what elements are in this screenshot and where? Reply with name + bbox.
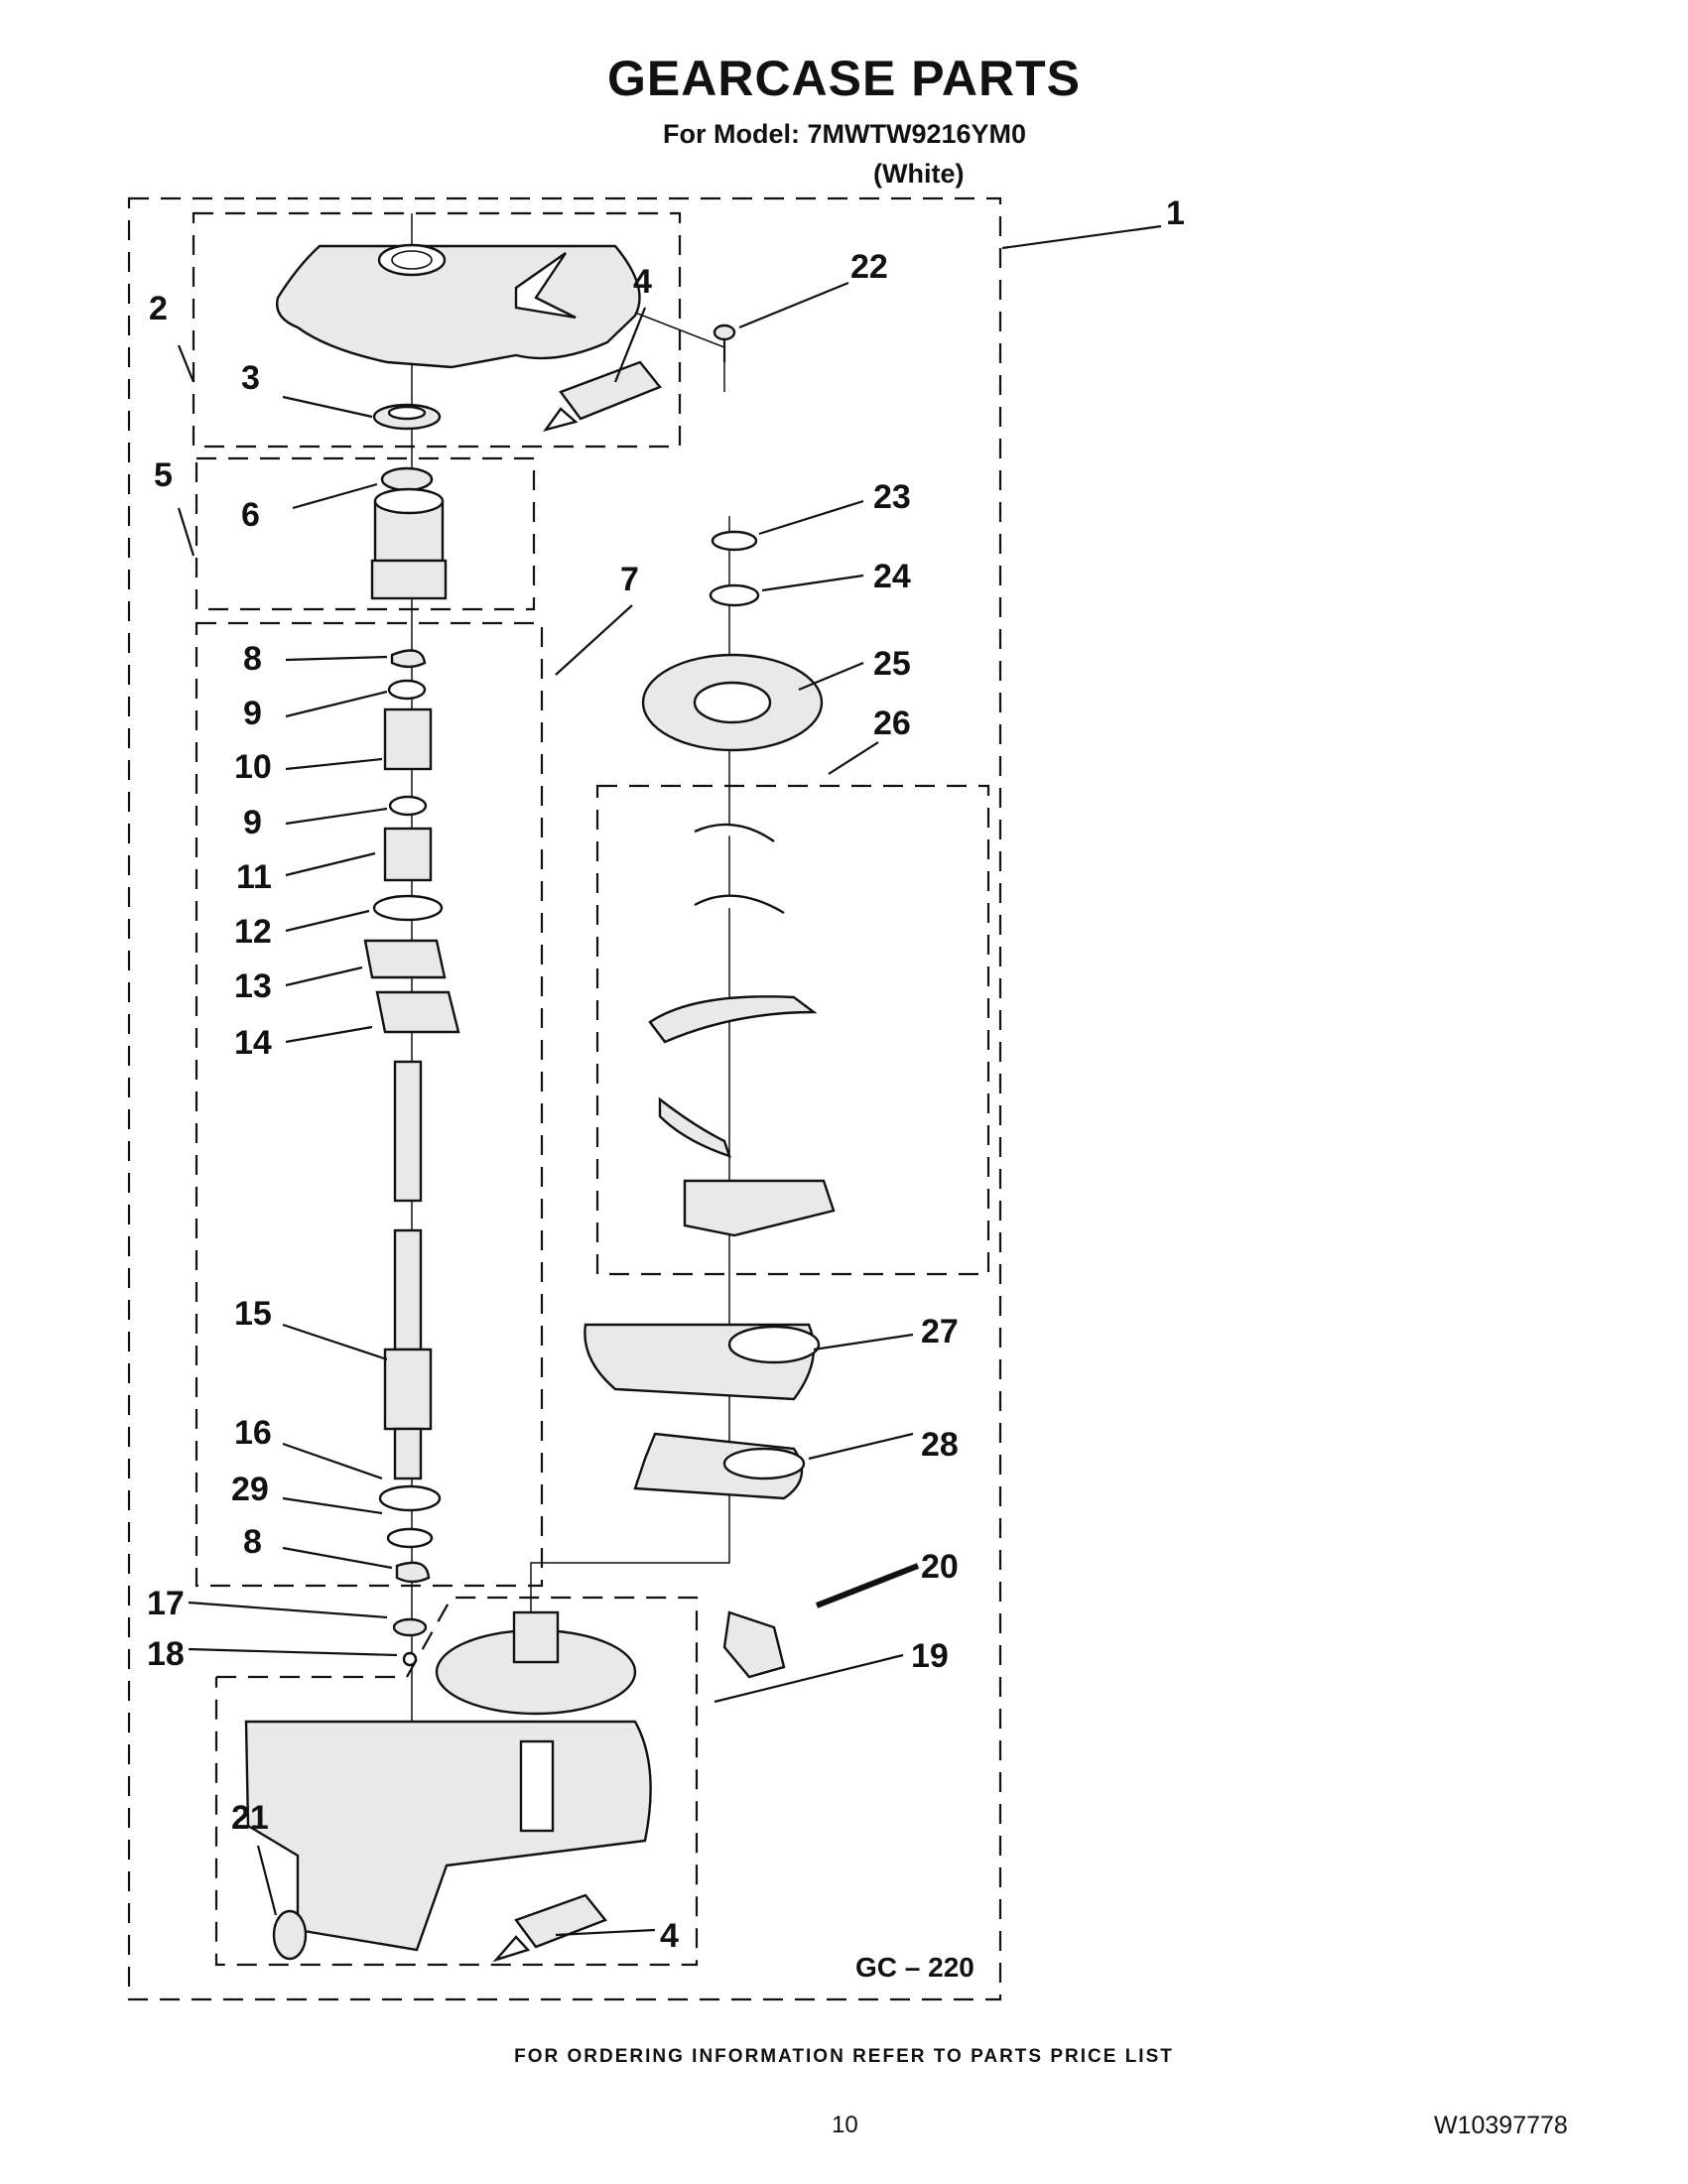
gearcase-base-icon [244, 1610, 652, 1952]
callout-25: 25 [873, 645, 911, 683]
callout-16: 16 [234, 1414, 272, 1452]
box-group-5 [195, 456, 536, 611]
box-group-2 [192, 211, 682, 449]
lower-seal-icon [272, 1909, 308, 1961]
callout-7: 7 [620, 561, 639, 598]
callout-3: 3 [241, 359, 260, 397]
callout-22: 22 [850, 248, 888, 286]
clip-icon [722, 1563, 920, 1679]
box-group-7 [195, 621, 544, 1588]
callout-8-upper: 8 [243, 640, 262, 678]
callout-20: 20 [921, 1548, 959, 1586]
callout-29: 29 [231, 1471, 269, 1508]
right-stack-icon [584, 530, 836, 1500]
callout-27: 27 [921, 1313, 959, 1350]
callout-17: 17 [147, 1585, 185, 1622]
page-title: GEARCASE PARTS [606, 51, 1081, 106]
callout-19: 19 [911, 1637, 949, 1675]
callout-26: 26 [873, 705, 911, 742]
grease-tube-icon [543, 360, 662, 433]
box-group-19 [214, 1596, 699, 1967]
ordering-note: FOR ORDERING INFORMATION REFER TO PARTS … [514, 2046, 1174, 2067]
callout-4-upper: 4 [633, 263, 652, 301]
callout-15: 15 [234, 1295, 272, 1333]
document-number: W10397778 [1434, 2112, 1568, 2139]
axis-connector [530, 1533, 730, 1647]
callout-4-lower: 4 [660, 1917, 679, 1955]
callout-14: 14 [234, 1024, 272, 1062]
callout-9-lower: 9 [243, 804, 262, 841]
lower-grease-tube-icon [492, 1893, 607, 1963]
model-number: For Model: 7MWTW9216YM0 [663, 119, 1027, 149]
callout-12: 12 [234, 913, 272, 951]
callout-21: 21 [231, 1799, 269, 1837]
model-color: (White) [873, 159, 965, 189]
callout-9-upper: 9 [243, 695, 262, 732]
leader-lines [177, 224, 1162, 1937]
box-group-26 [595, 784, 990, 1276]
callout-10: 10 [234, 748, 272, 786]
diagram-code: GC – 220 [855, 1952, 974, 1983]
gearcase-cover-icon [276, 243, 641, 369]
callout-8-lower: 8 [243, 1523, 262, 1561]
callout-1: 1 [1166, 194, 1185, 232]
callout-5: 5 [154, 456, 173, 494]
seal-icon [372, 403, 442, 431]
callout-2: 2 [149, 290, 168, 327]
callout-6: 6 [241, 496, 260, 534]
callout-11: 11 [236, 858, 272, 896]
callout-24: 24 [873, 558, 911, 595]
callout-18: 18 [147, 1635, 185, 1673]
callout-13: 13 [234, 967, 272, 1005]
callout-28: 28 [921, 1426, 959, 1464]
shaft-stack-icon [363, 649, 460, 1667]
page-number: 10 [832, 2112, 858, 2138]
pinion-icon [370, 466, 448, 600]
screw-icon [713, 323, 736, 362]
callout-23: 23 [873, 478, 911, 516]
